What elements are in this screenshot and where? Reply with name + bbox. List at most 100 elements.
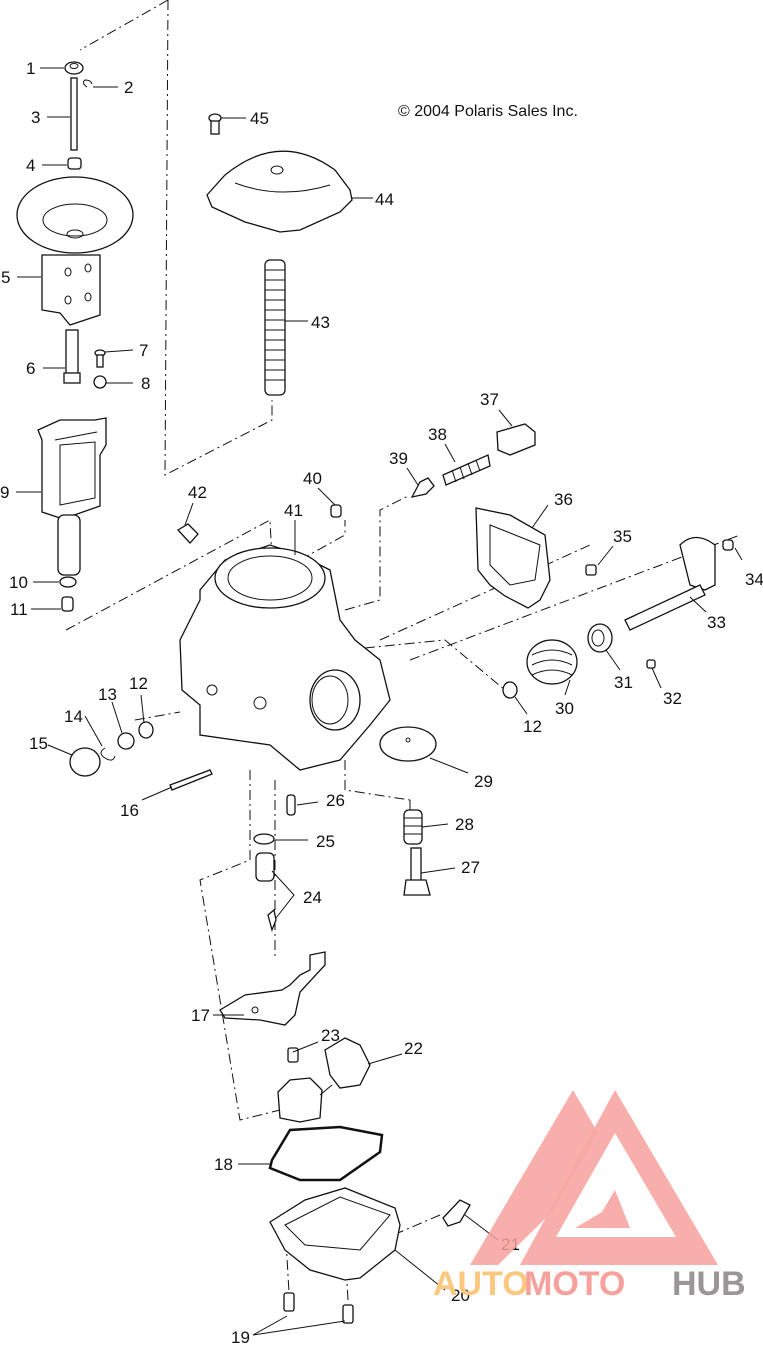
leader-lines	[16, 67, 743, 1336]
callout-17[interactable]: 17	[191, 1006, 210, 1025]
callout-38[interactable]: 38	[428, 425, 447, 444]
callout-16[interactable]: 16	[120, 801, 139, 820]
callout-22[interactable]: 22	[404, 1039, 423, 1058]
callout-28[interactable]: 28	[455, 815, 474, 834]
part-17-bracket[interactable]	[219, 951, 326, 1026]
part-18-gasket[interactable]	[268, 1125, 384, 1182]
callout-19[interactable]: 19	[231, 1328, 250, 1346]
part-1-cap[interactable]	[64, 61, 84, 75]
callout-44[interactable]: 44	[375, 190, 394, 209]
callout-23[interactable]: 23	[321, 1026, 340, 1045]
part-11-jet[interactable]	[61, 596, 74, 612]
part-12-washer-right[interactable]	[502, 681, 518, 699]
watermark-text: AUTO MOTO HUB	[433, 1265, 746, 1303]
callout-45[interactable]: 45	[250, 109, 269, 128]
part-10-ring[interactable]	[59, 576, 77, 588]
part-37-plunger-cap[interactable]	[496, 423, 536, 456]
callout-41[interactable]: 41	[284, 501, 303, 520]
part-39-needle-valve[interactable]	[410, 477, 435, 498]
part-14-clip[interactable]	[100, 747, 116, 761]
callout-43[interactable]: 43	[311, 313, 330, 332]
part-3-needle[interactable]	[70, 77, 78, 151]
part-30-return-spring[interactable]	[526, 639, 578, 685]
part-41-carburetor-body[interactable]	[179, 544, 391, 771]
callout-18[interactable]: 18	[214, 1155, 233, 1174]
callout-25[interactable]: 25	[316, 832, 335, 851]
callout-29[interactable]: 29	[474, 772, 493, 791]
callout-40[interactable]: 40	[303, 469, 322, 488]
part-33-throttle-shaft[interactable]	[624, 536, 716, 631]
callout-35[interactable]: 35	[613, 527, 632, 546]
callout-27[interactable]: 27	[461, 858, 480, 877]
part-19-screw-b[interactable]	[342, 1304, 354, 1324]
part-32-screw[interactable]	[646, 659, 656, 669]
part-19-screw-a[interactable]	[283, 1292, 295, 1312]
part-21-drain-screw[interactable]	[442, 1199, 471, 1227]
part-9-slide-body[interactable]	[37, 417, 107, 576]
copyright-text: © 2004 Polaris Sales Inc.	[398, 103, 578, 120]
callout-5[interactable]: 5	[1, 268, 10, 287]
callout-3[interactable]: 3	[31, 108, 40, 127]
watermark-logo	[470, 1090, 718, 1265]
part-42-screw[interactable]	[176, 523, 199, 544]
watermark-moto: MOTO	[524, 1265, 625, 1303]
callout-33[interactable]: 33	[707, 613, 726, 632]
part-15-cap[interactable]	[69, 747, 101, 777]
part-26-fitting[interactable]	[286, 794, 296, 816]
part-31-seal[interactable]	[587, 623, 613, 653]
callout-14[interactable]: 14	[64, 707, 83, 726]
callout-9[interactable]: 9	[0, 483, 9, 502]
part-40-jet[interactable]	[330, 504, 342, 518]
callout-42[interactable]: 42	[188, 483, 207, 502]
part-22-float[interactable]	[277, 1037, 371, 1123]
part-28-spring[interactable]	[403, 809, 423, 845]
part-38-spring[interactable]	[442, 454, 491, 486]
part-7-screw[interactable]	[94, 349, 106, 368]
callout-31[interactable]: 31	[614, 673, 633, 692]
callout-4[interactable]: 4	[26, 156, 35, 175]
part-45-screw[interactable]	[208, 113, 222, 135]
part-5-diaphragm-slide[interactable]	[16, 176, 134, 326]
watermark-hub: HUB	[672, 1265, 746, 1303]
callout-12-right[interactable]: 12	[523, 717, 542, 736]
part-6-jet-needle-holder[interactable]	[63, 329, 81, 384]
callout-2[interactable]: 2	[124, 78, 133, 97]
part-44-top-cover[interactable]	[206, 150, 353, 233]
part-27-idle-screw[interactable]	[403, 847, 431, 896]
part-43-spring[interactable]	[264, 259, 286, 396]
part-16-pin[interactable]	[169, 769, 213, 791]
callout-12-left[interactable]: 12	[129, 674, 148, 693]
callout-10[interactable]: 10	[9, 573, 28, 592]
part-36-gasket-cover[interactable]	[475, 507, 551, 609]
callout-6[interactable]: 6	[26, 359, 35, 378]
callout-11[interactable]: 11	[10, 600, 28, 619]
part-34-nut[interactable]	[722, 539, 734, 551]
callout-7[interactable]: 7	[139, 341, 148, 360]
callout-13[interactable]: 13	[98, 685, 117, 704]
callout-37[interactable]: 37	[480, 390, 499, 409]
part-8-washer[interactable]	[93, 375, 107, 389]
part-25-o-ring[interactable]	[253, 833, 275, 845]
part-13-seal[interactable]	[117, 732, 135, 750]
part-2-clip[interactable]	[82, 79, 93, 88]
callout-30[interactable]: 30	[555, 699, 574, 718]
callout-39[interactable]: 39	[389, 449, 408, 468]
part-29-throttle-plate[interactable]	[379, 726, 437, 762]
callout-24[interactable]: 24	[303, 888, 322, 907]
part-4-collar[interactable]	[67, 157, 82, 170]
callout-34[interactable]: 34	[745, 570, 763, 589]
watermark-auto: AUTO	[433, 1265, 529, 1303]
callout-26[interactable]: 26	[326, 791, 345, 810]
callout-20[interactable]: 20	[451, 1286, 470, 1305]
callout-36[interactable]: 36	[554, 490, 573, 509]
assembly-lines	[65, 0, 741, 1311]
callout-8[interactable]: 8	[141, 374, 150, 393]
part-12-washer-left[interactable]	[138, 721, 154, 739]
callout-32[interactable]: 32	[663, 689, 682, 708]
part-24-needle-jet[interactable]	[255, 852, 277, 933]
callout-1[interactable]: 1	[26, 59, 35, 78]
part-20-float-bowl[interactable]	[269, 1187, 401, 1281]
callout-15[interactable]: 15	[29, 734, 48, 753]
part-35-screw[interactable]	[585, 564, 597, 576]
